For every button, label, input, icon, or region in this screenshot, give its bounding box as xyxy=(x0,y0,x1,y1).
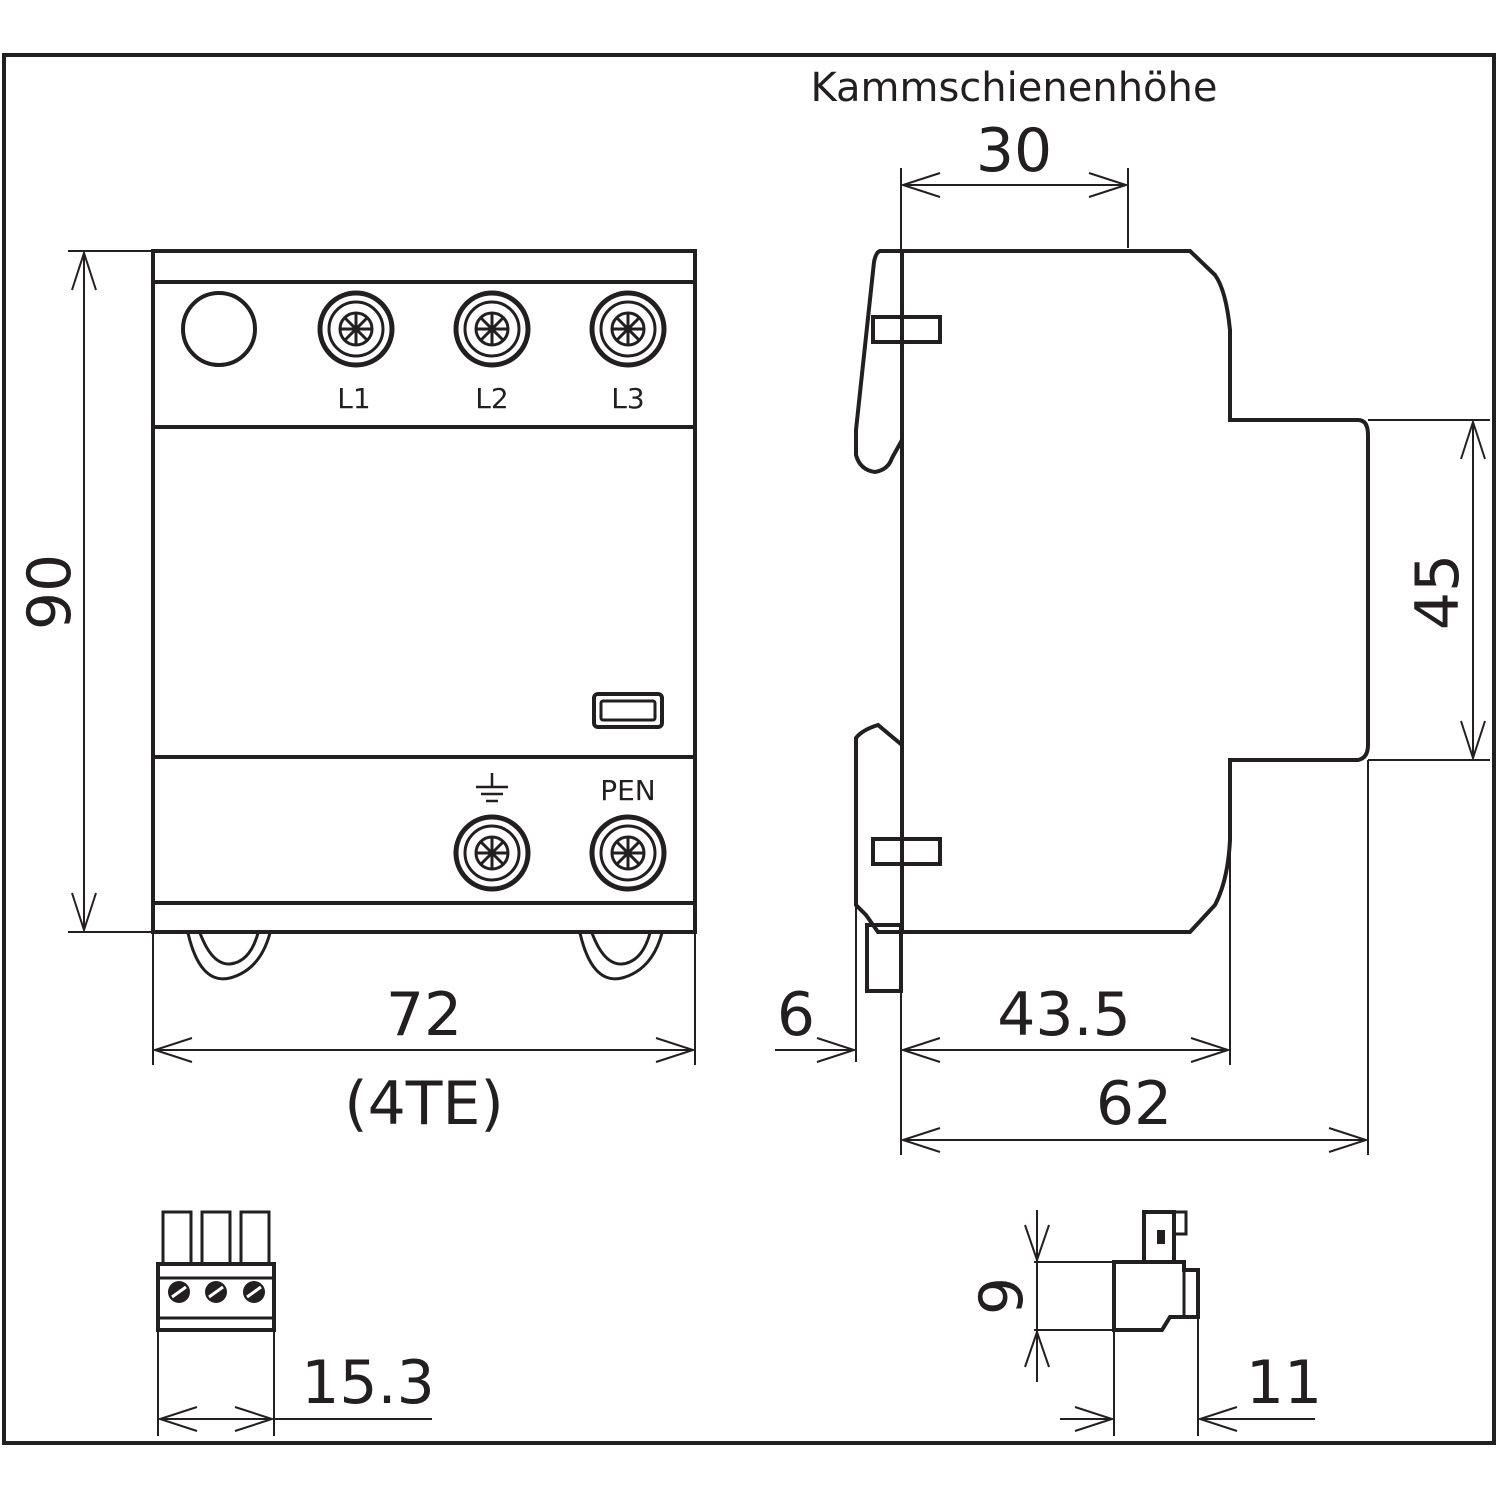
side-view: Kammschienenhöhe 30 45 6 43.5 62 xyxy=(775,65,1490,1155)
dim-43-label: 43.5 xyxy=(997,980,1131,1050)
dim-72-label: 72 xyxy=(386,980,462,1050)
terminal-l3-label: L3 xyxy=(611,382,644,415)
dim-4te-label: (4TE) xyxy=(344,1069,504,1139)
connector-slot-3 xyxy=(239,1210,271,1266)
indicator-window-outer xyxy=(592,692,664,729)
terminal-l1-label: L1 xyxy=(337,382,370,415)
connector-view: 15.3 xyxy=(156,1210,435,1436)
plug-view: 9 11 xyxy=(967,1210,1322,1436)
plug-pin xyxy=(1142,1210,1176,1264)
side-latch-top xyxy=(871,315,942,344)
rail-clip-right xyxy=(578,932,664,981)
front-housing xyxy=(151,249,697,934)
dim-45-arrows xyxy=(1460,418,1486,762)
dim-15-label: 15.3 xyxy=(301,1348,435,1418)
dim-45-label: 45 xyxy=(1403,554,1473,630)
dim-6-arrow xyxy=(816,1037,858,1063)
dim-90-label: 90 xyxy=(15,554,85,630)
side-latch-bottom xyxy=(871,837,942,866)
drawing-frame xyxy=(2,53,1496,1445)
dim-9-arrows xyxy=(1024,1224,1050,1368)
dim-90-arrows xyxy=(71,249,97,934)
rail-clip-left-inner xyxy=(198,932,260,966)
terminal-l1-icon xyxy=(317,290,395,368)
status-window-icon xyxy=(181,291,257,367)
dim-15-arrows xyxy=(156,1406,276,1432)
terminal-l2-label: L2 xyxy=(475,382,508,415)
rail-clip-left xyxy=(186,932,272,981)
dim-11-arrows xyxy=(1074,1406,1238,1432)
dim-9-label: 9 xyxy=(967,1277,1037,1315)
terminal-pen-icon xyxy=(589,814,667,892)
rail-clip-right-inner xyxy=(590,932,652,966)
indicator-window-inner xyxy=(599,699,657,722)
dim-43-arrows xyxy=(899,1037,1232,1063)
dim-30-label: 30 xyxy=(976,116,1052,186)
side-rail-foot xyxy=(865,923,903,993)
dim-6-label: 6 xyxy=(777,980,815,1050)
kammschiene-label: Kammschienenhöhe xyxy=(811,65,1218,111)
terminal-earth-icon xyxy=(453,814,531,892)
plug-pin-tab xyxy=(1172,1210,1188,1236)
connector-slot-2 xyxy=(200,1210,232,1266)
dim-62-arrows xyxy=(899,1127,1370,1153)
terminal-l3-icon xyxy=(589,290,667,368)
terminal-l2-icon xyxy=(453,290,531,368)
dim-62-label: 62 xyxy=(1096,1069,1172,1139)
connector-slot-1 xyxy=(161,1210,193,1266)
dim-72-arrows xyxy=(151,1037,697,1063)
dim-11-label: 11 xyxy=(1246,1348,1322,1418)
plug-pin-hole xyxy=(1157,1230,1165,1244)
earth-symbol-icon xyxy=(476,773,508,803)
terminal-pen-label: PEN xyxy=(600,774,656,807)
side-housing-outline xyxy=(854,249,1370,934)
dim-30-arrows xyxy=(899,172,1130,198)
front-view: L1 L2 L3 PEN xyxy=(15,249,697,1139)
